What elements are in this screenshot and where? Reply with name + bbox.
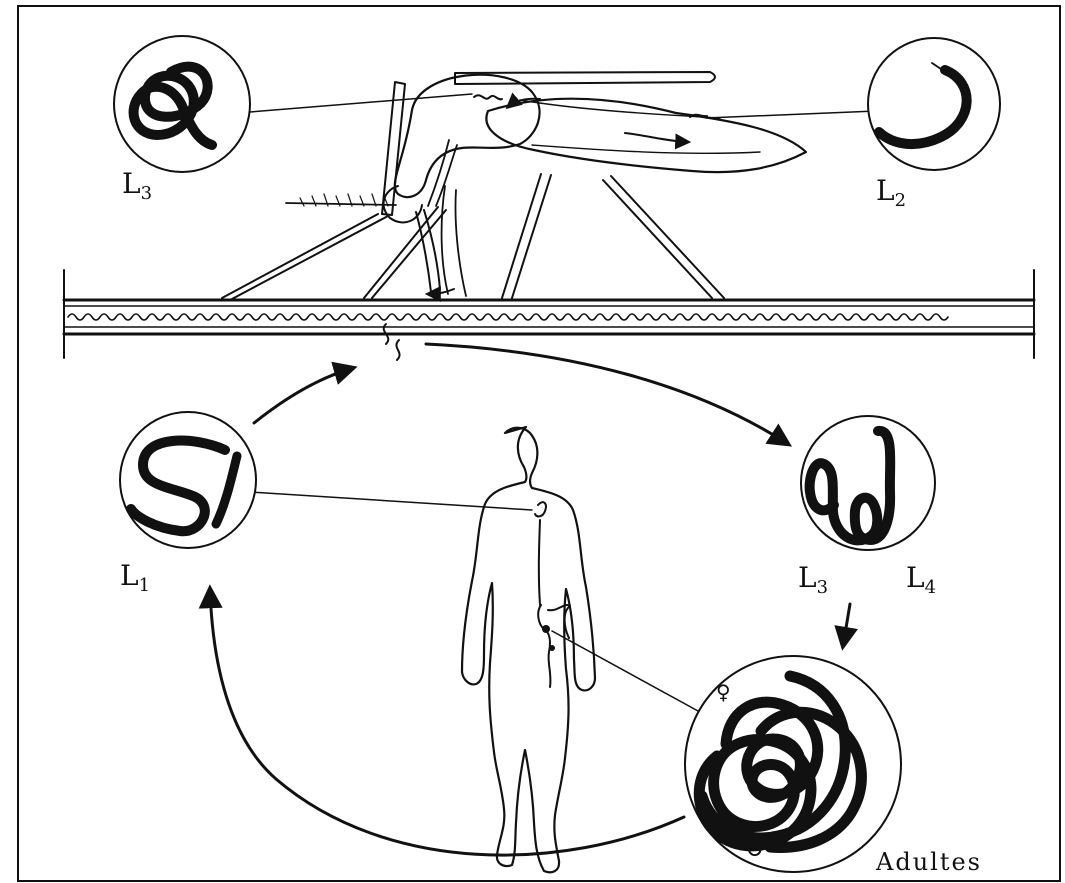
female-symbol: ♀ bbox=[716, 680, 731, 704]
label-adultes: Adultes bbox=[875, 848, 982, 876]
larva-circle-l2-top bbox=[868, 38, 1000, 170]
larva-circle-l3-top bbox=[114, 36, 250, 172]
male-symbol: ♂ bbox=[746, 834, 768, 862]
adults-circle: ♀ ♂ bbox=[685, 656, 901, 872]
larva-circle-l1 bbox=[120, 412, 256, 548]
larva-circle-l3-l4 bbox=[801, 416, 935, 550]
